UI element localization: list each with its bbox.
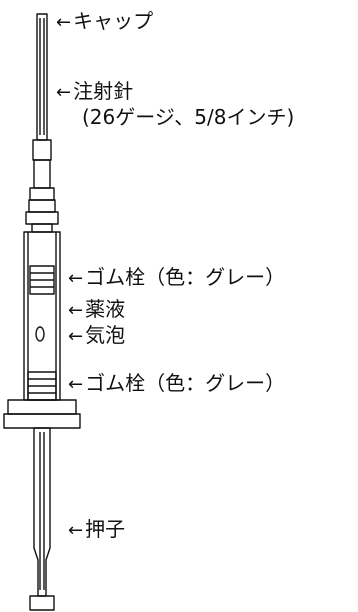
label-bubble: ←気泡: [68, 323, 126, 347]
arrow-icon: ←: [68, 300, 84, 321]
label-rubber-stopper-bottom: ←ゴム栓（色：グレー）: [68, 371, 286, 395]
plunger-rod-shape: [29, 427, 55, 611]
arrow-icon: ←: [56, 12, 72, 33]
label-solution: ←薬液: [68, 297, 126, 321]
label-needle: ←注射針: [56, 79, 134, 103]
label-needle-spec: (26ゲージ、5/8インチ): [82, 105, 295, 129]
label-cap: ←キャップ: [56, 9, 154, 33]
arrow-icon: ←: [68, 374, 84, 395]
arrow-icon: ←: [68, 268, 84, 289]
rubber-stopper-bottom: [27, 371, 57, 401]
label-rubber-stopper-top: ←ゴム栓（色：グレー）: [68, 265, 286, 289]
arrow-icon: ←: [56, 82, 72, 103]
arrow-icon: ←: [68, 520, 84, 541]
rubber-stopper-top: [29, 265, 55, 295]
bubble-shape: [35, 326, 45, 342]
arrow-icon: ←: [68, 326, 84, 347]
cap-shape: [32, 13, 52, 161]
finger-flange-shape: [3, 399, 81, 429]
label-plunger: ←押子: [68, 517, 126, 541]
needle-hub-shape: [25, 159, 59, 233]
barrel-shape: [23, 231, 61, 401]
